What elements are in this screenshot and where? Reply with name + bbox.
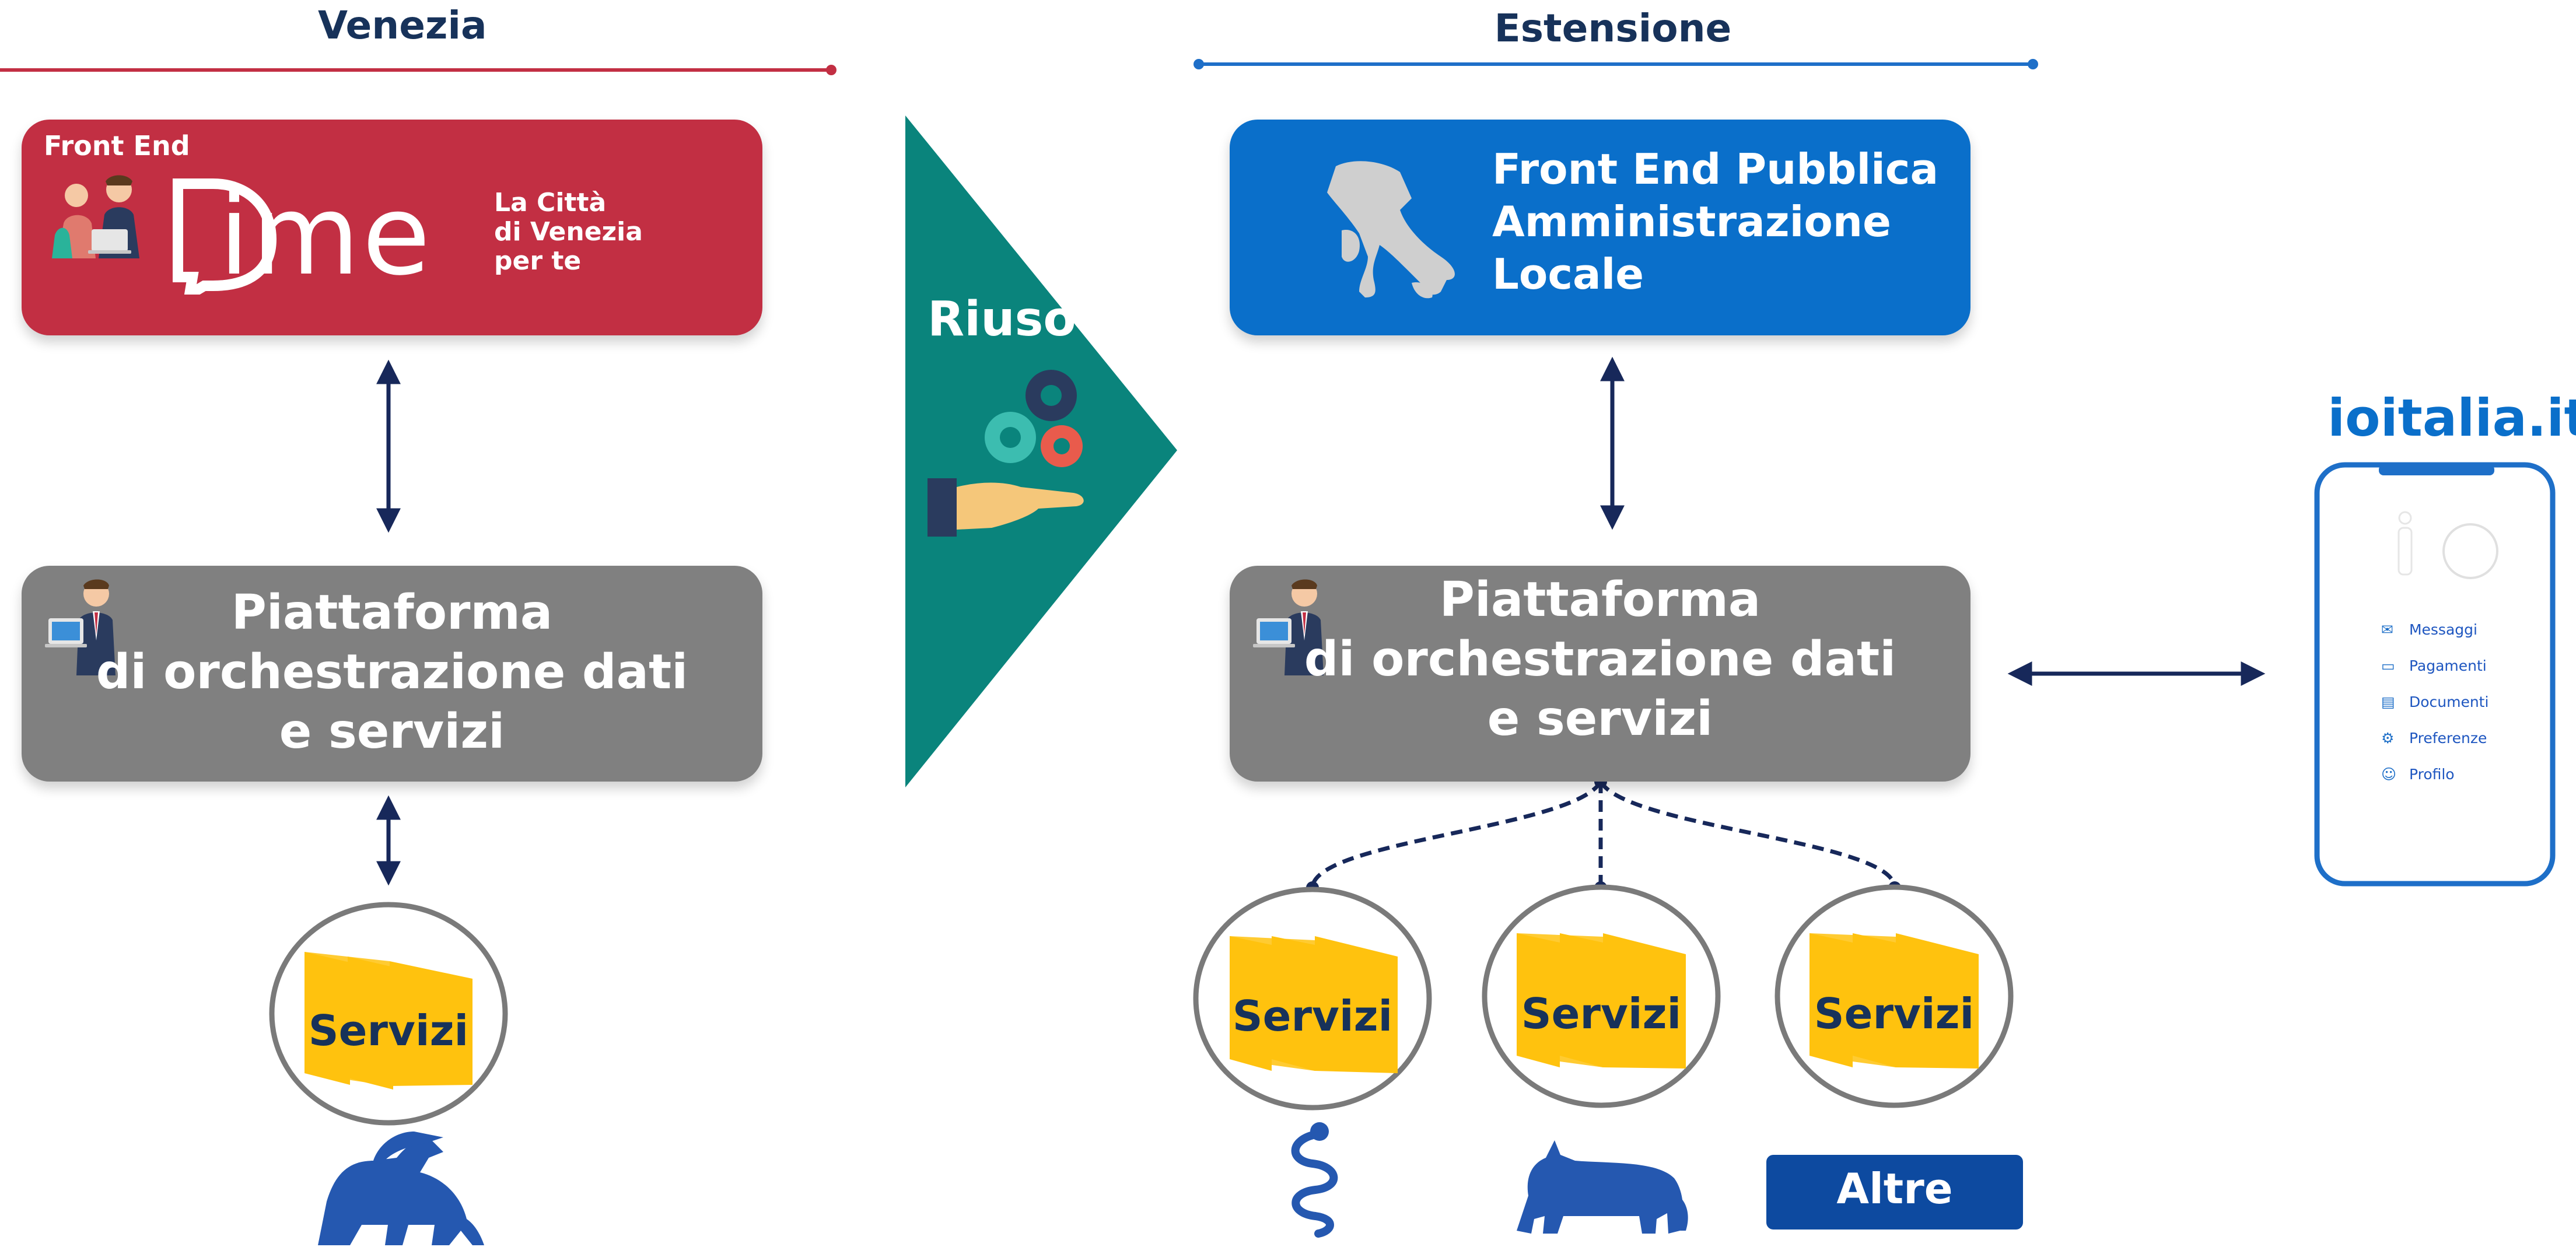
payments-icon: ▭ [2381,657,2395,674]
platform-line-1: Piattaforma [231,585,553,640]
estensione-title: Estensione [1494,6,1732,51]
dime-tagline: La Città di Venezia per te [494,188,643,276]
messages-icon: ✉ [2381,621,2393,638]
platform-line-1: Piattaforma [1439,572,1761,628]
altre-label: Altre [1836,1164,1953,1213]
io-menu-item-preferenze[interactable]: ⚙ Preferenze [2381,730,2487,747]
platform-line-2: di orchestrazione dati [1304,632,1896,687]
venezia-platform-text: Piattaforma di orchestrazione dati e ser… [22,583,762,762]
estensione-servizi-label-2: Servizi [1521,989,1682,1038]
io-menu-label: Profilo [2409,766,2455,783]
platform-line-3: e servizi [1487,691,1713,747]
gears-hand-icon [922,362,1097,548]
estensione-servizi-label-3: Servizi [1814,989,1975,1038]
io-menu-item-documenti[interactable]: ▤ Documenti [2381,693,2488,710]
venezia-underline [0,65,836,75]
venezia-frontend-box: Front End ime La Città di Venezia per te [22,120,762,335]
servizi-sheets-2 [1517,933,1686,1069]
businessman-icon [43,576,124,675]
venezia-platform-box: Piattaforma di orchestrazione dati e ser… [22,566,762,782]
she-wolf-icon [1517,1140,1688,1234]
estensione-underline [1194,59,2038,69]
io-menu-item-profilo[interactable]: ☺ Profilo [2381,766,2455,783]
altre-box [1766,1155,2023,1230]
io-logo-icon [2398,511,2498,579]
servizi-sheets-1 [1230,936,1398,1073]
riuso-triangle [905,115,1177,787]
frontend-label: Front End [44,130,190,162]
ioitalia-title: ioitalia.it [2328,388,2576,448]
dragon-icon [1291,1122,1338,1238]
frontend-line-2: Amministrazione [1492,197,1891,246]
venezia-servizi-label: Servizi [308,1006,469,1055]
tagline-line-1: La Città [494,188,607,218]
lion-of-venice-icon [318,1132,484,1245]
servizi-sheets-3 [1810,933,1979,1069]
dashed-connectors [1310,780,1897,887]
riuso-label: Riuso [928,292,1076,347]
platform-line-3: e servizi [279,704,505,759]
frontend-line-1: Front End Pubblica [1492,145,1939,194]
estensione-platform-box: Piattaforma di orchestrazione dati e ser… [1230,566,1971,782]
servizi-sheets-venezia [304,952,473,1090]
io-menu-label: Messaggi [2409,621,2477,638]
venezia-title: Venezia [318,3,487,48]
tagline-line-2: di Venezia [494,217,643,247]
people-laptop-icon [40,171,157,264]
io-menu-label: Preferenze [2409,730,2487,747]
estensione-frontend-text: Front End Pubblica Amministrazione Local… [1492,143,1938,300]
io-menu-label: Documenti [2409,693,2489,710]
estensione-frontend-box: Front End Pubblica Amministrazione Local… [1230,120,1971,335]
io-menu-label: Pagamenti [2409,657,2487,674]
io-menu-item-messaggi[interactable]: ✉ Messaggi [2381,621,2477,638]
preferences-icon: ⚙ [2381,730,2395,747]
dime-wordmark: ime [219,171,433,300]
estensione-servizi-label-1: Servizi [1232,992,1393,1041]
profile-icon: ☺ [2381,766,2397,783]
tagline-line-3: per te [494,246,582,276]
estensione-platform-text: Piattaforma di orchestrazione dati e ser… [1230,570,1971,749]
io-phone-outline [2314,462,2556,887]
dime-logo: ime [172,171,499,300]
platform-line-2: di orchestrazione dati [96,644,688,700]
documents-icon: ▤ [2381,693,2395,710]
businessman-icon [1251,576,1332,675]
frontend-line-3: Locale [1492,250,1644,299]
io-menu-item-pagamenti[interactable]: ▭ Pagamenti [2381,657,2487,674]
